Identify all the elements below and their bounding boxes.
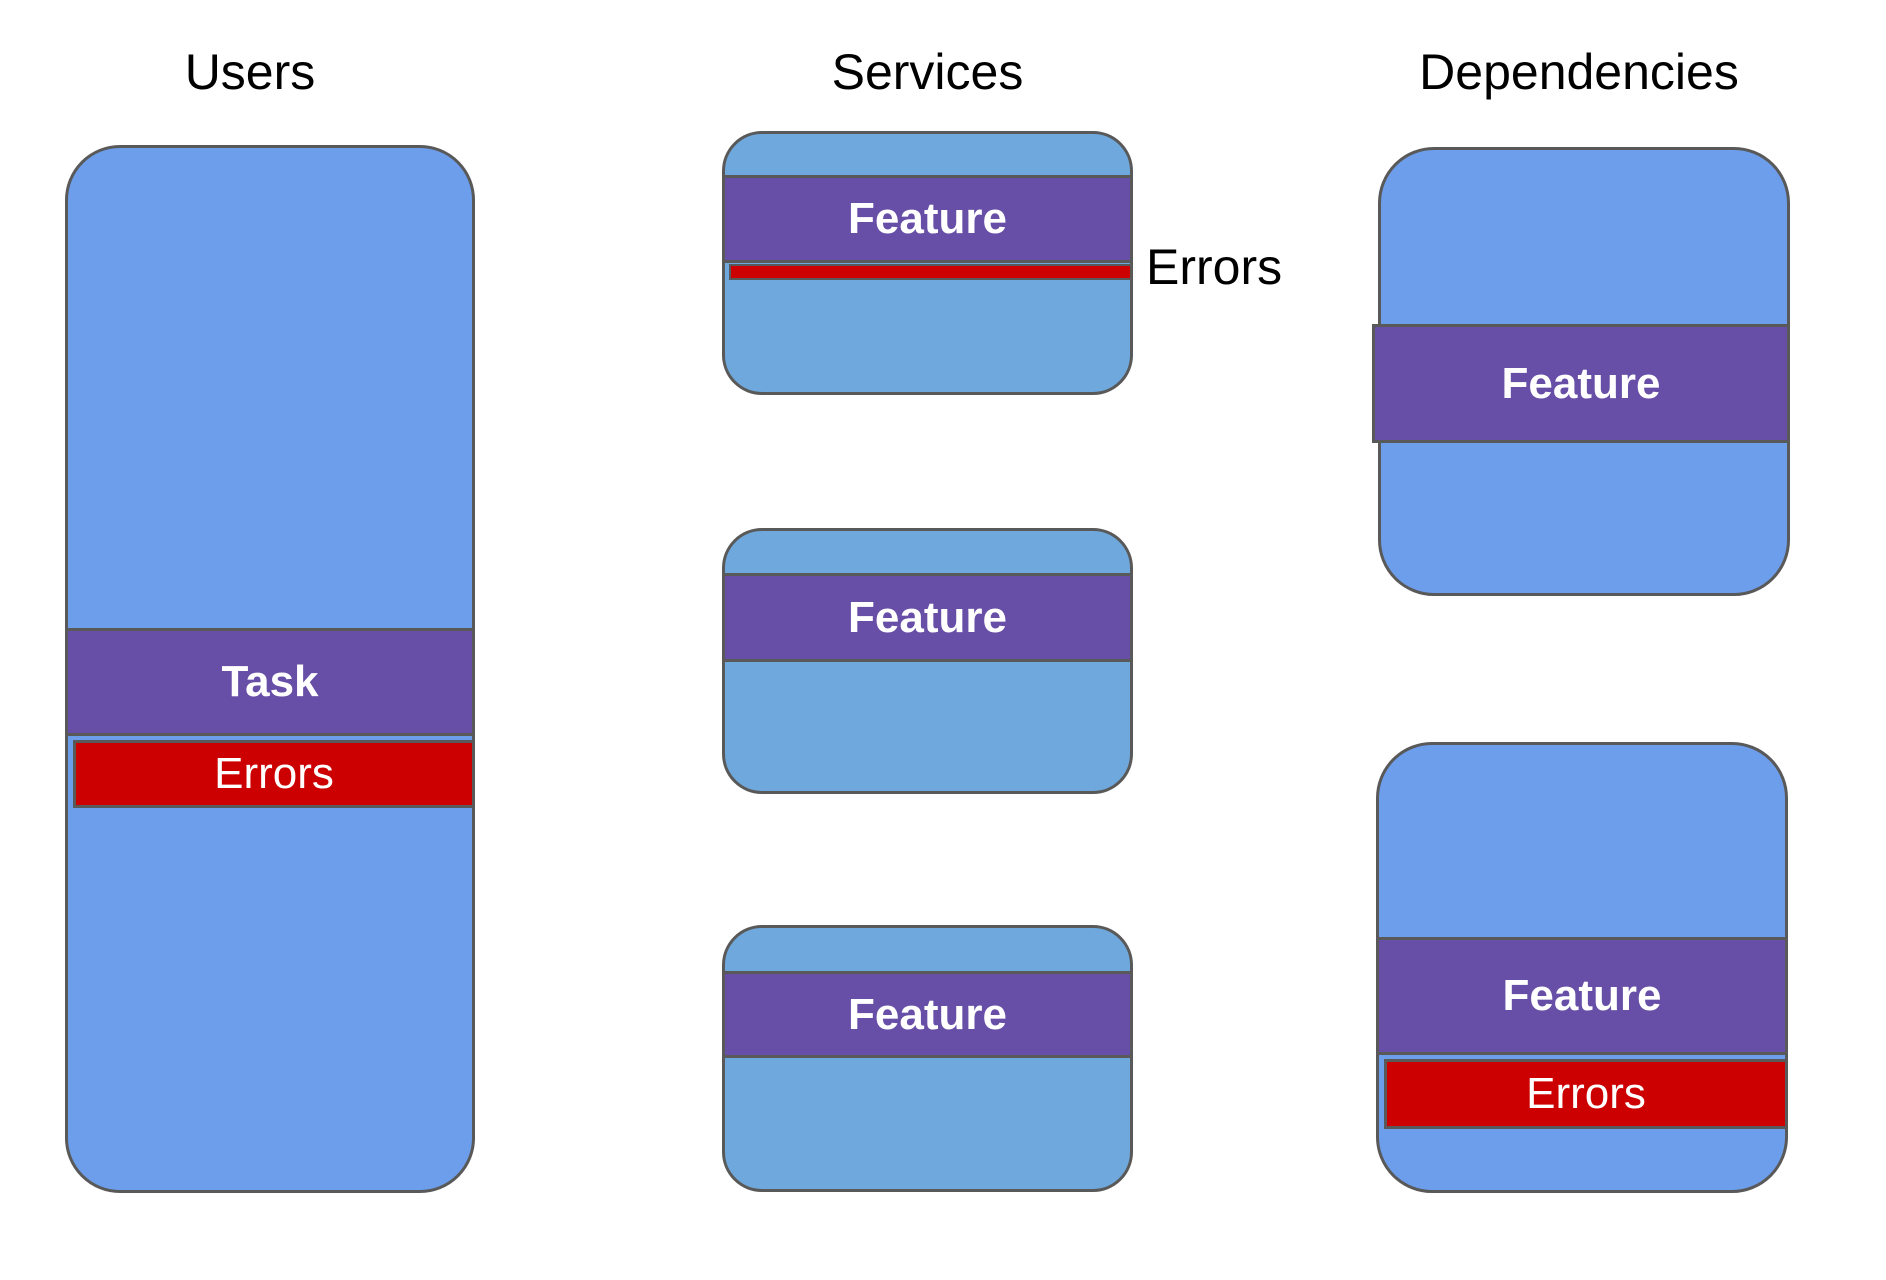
users-task-band-label: Task	[221, 657, 319, 706]
service-2-feature-band: Feature	[725, 573, 1130, 662]
dependency-box-2: Feature Errors	[1376, 742, 1788, 1193]
users-errors-band-label: Errors	[214, 749, 334, 798]
dependency-1-feature-band: Feature	[1372, 324, 1787, 443]
service-1-feature-band: Feature	[725, 175, 1130, 263]
users-column-title: Users	[184, 44, 316, 100]
service-1-errors-callout-label: Errors	[1146, 239, 1283, 295]
dependency-2-feature-band-label: Feature	[1502, 971, 1662, 1020]
dependency-2-feature-band: Feature	[1379, 937, 1785, 1055]
service-box-2: Feature	[722, 528, 1133, 794]
users-box: Task Errors	[65, 145, 475, 1193]
users-task-band: Task	[68, 628, 472, 736]
dependency-2-errors-band-label: Errors	[1526, 1069, 1646, 1118]
service-3-feature-band: Feature	[725, 971, 1130, 1058]
dependency-1-feature-band-label: Feature	[1501, 358, 1661, 408]
service-3-feature-band-label: Feature	[848, 989, 1007, 1039]
dependency-2-errors-band: Errors	[1384, 1059, 1785, 1129]
service-box-1: Feature	[722, 131, 1133, 395]
service-1-feature-band-label: Feature	[848, 194, 1007, 243]
services-column-title: Services	[831, 44, 1024, 100]
dependencies-column-title: Dependencies	[1419, 44, 1739, 100]
service-box-3: Feature	[722, 925, 1133, 1192]
service-1-errors-stripe	[729, 264, 1130, 280]
users-errors-band: Errors	[73, 740, 472, 808]
dependency-box-1: Feature	[1372, 147, 1790, 596]
service-2-feature-band-label: Feature	[848, 592, 1007, 642]
